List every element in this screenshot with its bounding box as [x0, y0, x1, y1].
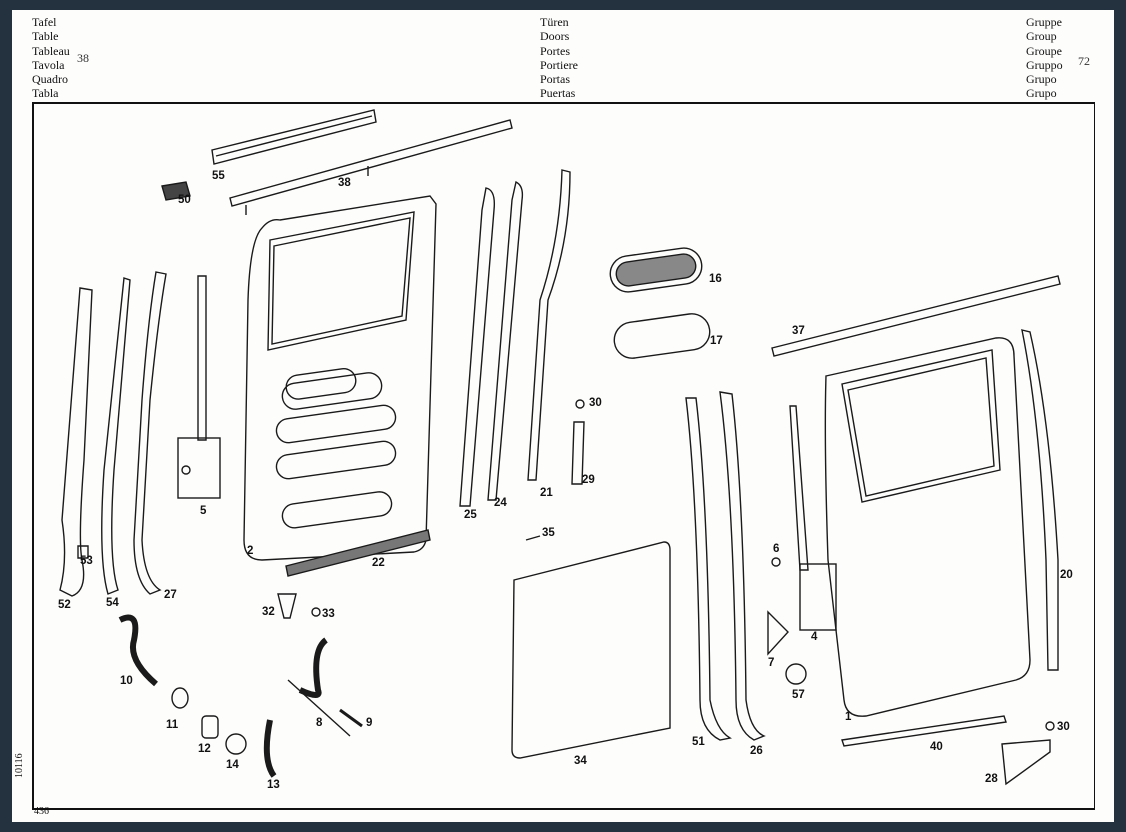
- title-pt: Portas: [540, 72, 570, 87]
- label-tavola: Tavola: [32, 57, 65, 72]
- label-tableau: Tableau: [32, 43, 70, 58]
- callout: 29: [582, 474, 595, 486]
- title-en: Doors: [540, 29, 570, 44]
- part-25-seal: [459, 187, 496, 507]
- callout: 10: [120, 675, 133, 687]
- group-es: Grupo: [1026, 86, 1057, 101]
- callout: 37: [792, 325, 805, 337]
- callout: 30: [589, 397, 602, 409]
- callout: 35: [542, 527, 555, 539]
- callout: 40: [930, 741, 943, 753]
- seals-51-26: [685, 391, 766, 741]
- title-it: Portiere: [540, 57, 578, 72]
- title-es: Puertas: [540, 86, 576, 101]
- callout: 1: [845, 711, 852, 723]
- label-quadro: Quadro: [32, 72, 68, 87]
- small-parts: [77, 399, 1055, 786]
- header-plate-labels: Tafel Table Tableau Tavola Quadro Tabla: [32, 15, 70, 101]
- callout: 55: [212, 170, 225, 182]
- diagram-frame: [32, 102, 1095, 810]
- callout: 5: [200, 505, 207, 517]
- header-title: Türen Doors Portes Portiere Portas Puert…: [540, 15, 578, 101]
- callout: 6: [773, 543, 780, 555]
- callout: 14: [226, 759, 239, 771]
- label-table: Table: [32, 29, 59, 44]
- callout: 57: [792, 689, 805, 701]
- callout: 9: [366, 717, 373, 729]
- label-tabla: Tabla: [32, 86, 59, 101]
- title-de: Türen: [540, 15, 569, 29]
- group-it: Gruppo: [1026, 57, 1063, 72]
- callout: 13: [267, 779, 280, 791]
- group-fr: Groupe: [1026, 43, 1062, 58]
- part-37-rail: [771, 275, 1061, 357]
- catalog-page: Tafel Table Tableau Tavola Quadro Tabla …: [12, 10, 1114, 822]
- plate-number: 38: [77, 51, 89, 65]
- callout: 2: [247, 545, 254, 557]
- callout: 32: [262, 606, 275, 618]
- part-21-rail: [527, 169, 571, 481]
- part-2-left-door: [243, 195, 437, 561]
- group-de: Gruppe: [1026, 15, 1062, 29]
- label-tafel: Tafel: [32, 15, 57, 29]
- part-55-rail: [211, 109, 377, 165]
- callout: 50: [178, 194, 191, 206]
- callout: 34: [574, 755, 587, 767]
- part-4-lock: [789, 405, 837, 631]
- callout: 24: [494, 497, 507, 509]
- part-22-strip: [285, 529, 431, 577]
- callout: 16: [709, 273, 722, 285]
- callout: 8: [316, 717, 323, 729]
- group-number: 72: [1078, 54, 1090, 68]
- callout: 26: [750, 745, 763, 757]
- part-20-rail: [1021, 329, 1059, 671]
- parts-16-17-covers: [609, 247, 711, 359]
- callout: 4: [811, 631, 818, 643]
- page-number: 436: [34, 806, 49, 817]
- part-1-right-door: [824, 337, 1031, 717]
- callout: 22: [372, 557, 385, 569]
- title-fr: Portes: [540, 43, 570, 58]
- callout: 38: [338, 177, 351, 189]
- part-34-panel: [511, 541, 671, 759]
- callout: 12: [198, 743, 211, 755]
- callout: 28: [985, 773, 998, 785]
- callout: 54: [106, 597, 119, 609]
- callout: 53: [80, 555, 93, 567]
- callout: 51: [692, 736, 705, 748]
- header-group-labels: Gruppe Group Groupe Gruppo Grupo Grupo: [1026, 15, 1063, 101]
- callout: 7: [768, 657, 775, 669]
- callout: 33: [322, 608, 335, 620]
- callout: 25: [464, 509, 477, 521]
- callout: 27: [164, 589, 177, 601]
- callout: 20: [1060, 569, 1073, 581]
- group-pt: Grupo: [1026, 72, 1057, 87]
- part-24-seal: [487, 180, 524, 501]
- part-50-block: [161, 181, 191, 201]
- callout: 11: [166, 719, 179, 731]
- callout: 17: [710, 335, 723, 347]
- callout: 52: [58, 599, 71, 611]
- part-5-lock: [177, 275, 221, 499]
- group-en: Group: [1026, 29, 1057, 44]
- callout: 30: [1057, 721, 1070, 733]
- part-38-rail: [229, 119, 513, 215]
- left-seals-52-54-27: [59, 271, 167, 597]
- callout: 21: [540, 487, 553, 499]
